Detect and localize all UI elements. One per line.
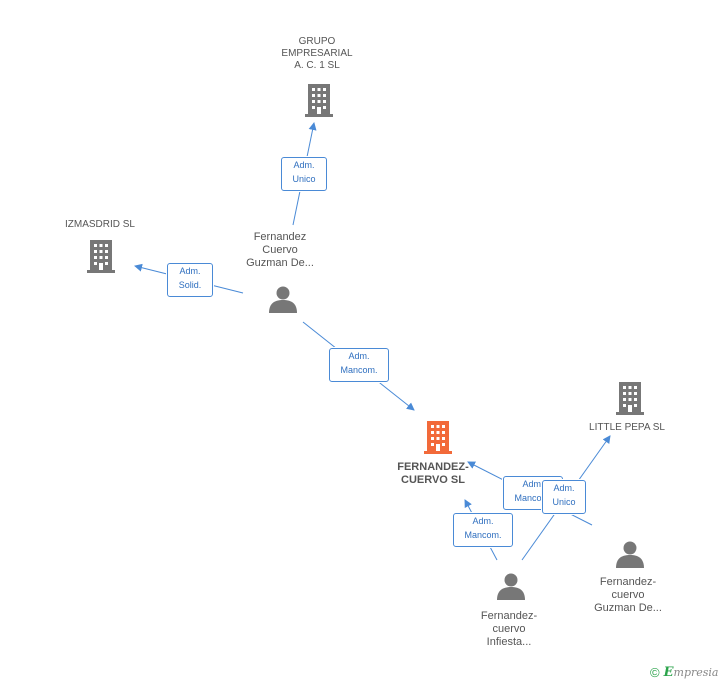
edge-label-to-izmasdrid[interactable]: Adm. Solid.: [167, 263, 213, 297]
main-building-icon[interactable]: [424, 421, 452, 454]
person-icon[interactable]: [269, 286, 297, 314]
empresia-logo[interactable]: Empresia: [663, 665, 719, 680]
company-label-main[interactable]: FERNANDEZ- CUERVO SL: [397, 461, 469, 486]
company-label-grupo[interactable]: GRUPO EMPRESARIAL A. C. 1 SL: [281, 36, 353, 71]
edge-label-to-grupo[interactable]: Adm. Unico: [281, 157, 327, 191]
building-icon[interactable]: [87, 240, 115, 273]
edge-label-to-main-infiesta[interactable]: Adm. Mancom.: [453, 513, 513, 547]
person-label-guzman-bottom[interactable]: Fernandez- cuervo Guzman De...: [594, 576, 662, 614]
edge-label-to-main-top[interactable]: Adm. Mancom.: [329, 348, 389, 382]
edge-label-to-little-pepa[interactable]: Adm. Unico: [542, 480, 586, 514]
person-icon[interactable]: [616, 541, 644, 569]
empresia-footer: © Empresia: [650, 665, 718, 680]
person-label-guzman-top[interactable]: Fernandez Cuervo Guzman De...: [246, 231, 314, 269]
person-label-infiesta[interactable]: Fernandez- cuervo Infiesta...: [480, 610, 538, 648]
building-icon[interactable]: [616, 382, 644, 415]
company-label-little-pepa[interactable]: LITTLE PEPA SL: [589, 422, 665, 433]
person-icon[interactable]: [497, 573, 525, 601]
copyright-icon: ©: [650, 665, 660, 680]
building-icon[interactable]: [305, 84, 333, 117]
company-label-izmasdrid[interactable]: IZMASDRID SL: [64, 219, 135, 230]
